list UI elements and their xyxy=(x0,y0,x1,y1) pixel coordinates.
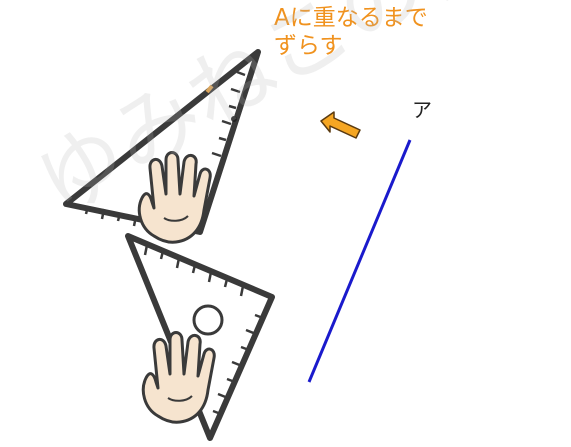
line-a xyxy=(307,139,412,383)
upper-set-square xyxy=(63,49,261,235)
line-label: ア xyxy=(412,98,432,122)
arrow-icon xyxy=(320,111,361,139)
hand-icon xyxy=(137,151,212,244)
instruction-text: Aに重なるまで ずらす xyxy=(274,4,428,60)
instruction-line-1: Aに重なるまで xyxy=(274,5,428,31)
hand-icon xyxy=(141,331,216,424)
instruction-line-2: ずらす xyxy=(274,33,343,59)
